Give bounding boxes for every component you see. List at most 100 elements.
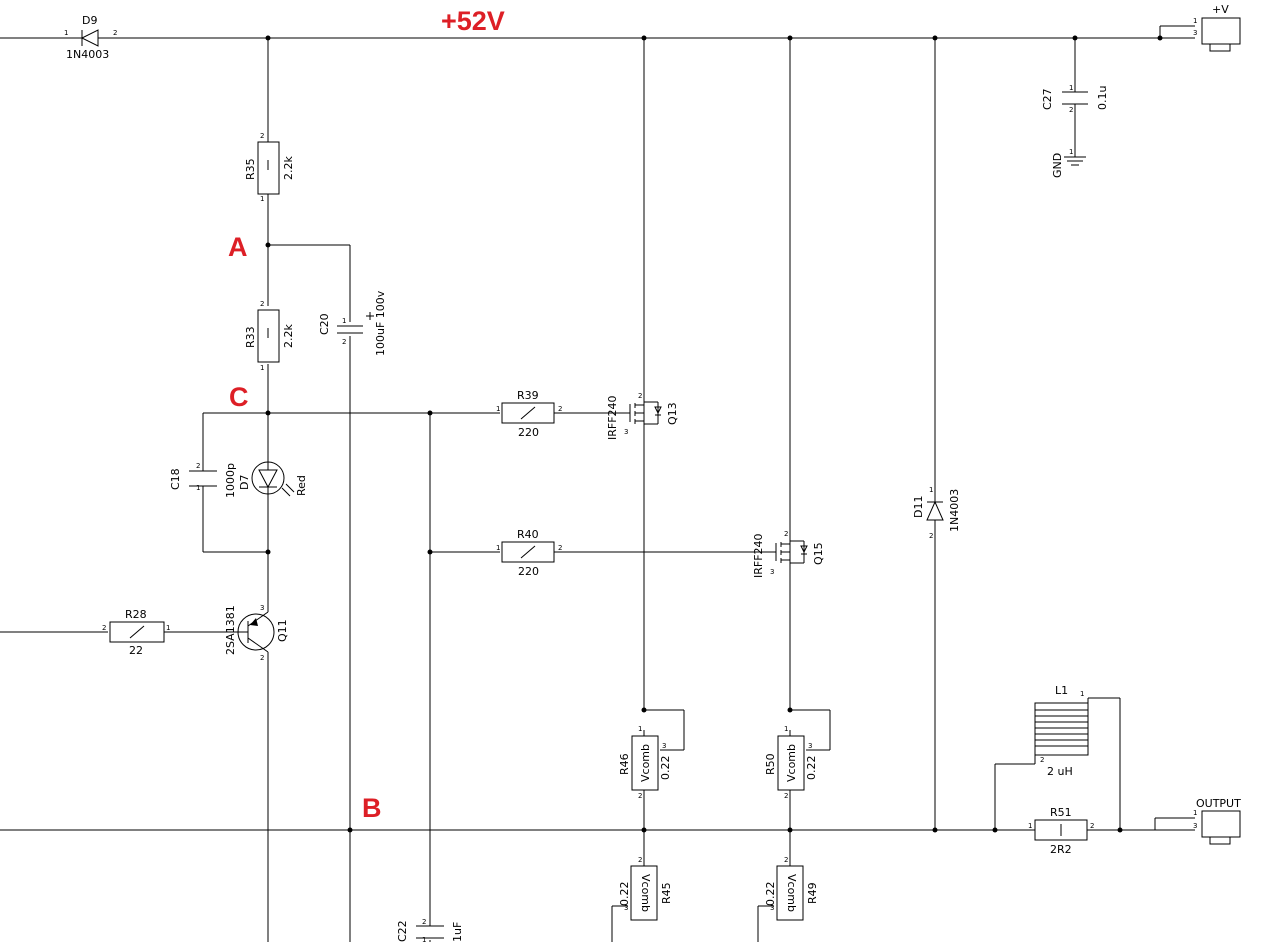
r46-type: Vcomb bbox=[639, 744, 652, 782]
svg-text:2: 2 bbox=[558, 405, 562, 413]
svg-text:2: 2 bbox=[784, 792, 788, 800]
resistor-r28: 2 1 R28 22 bbox=[102, 608, 170, 657]
r28-ref: R28 bbox=[125, 608, 147, 621]
wires bbox=[0, 25, 1195, 942]
svg-text:1: 1 bbox=[422, 936, 426, 942]
connector-vplus: 1 3 +V bbox=[1193, 3, 1241, 52]
r33-ref: R33 bbox=[244, 326, 257, 348]
ground-symbol: 1 GND bbox=[1051, 148, 1086, 178]
resistor-r39: 1 2 R39 220 bbox=[496, 389, 562, 439]
transistor-q11: 3 2 2SA1381 Q11 bbox=[224, 604, 289, 662]
q11-ref: Q11 bbox=[276, 619, 289, 642]
r49-value: 0.22 bbox=[764, 882, 777, 907]
resistor-r45: 2 3 Vcomb 0.22 R45 bbox=[618, 856, 673, 921]
r35-ref: R35 bbox=[244, 158, 257, 180]
c20-value: 100uF 100v bbox=[374, 290, 387, 356]
svg-text:1: 1 bbox=[1028, 822, 1032, 830]
c22-value: 1uF bbox=[451, 922, 464, 942]
svg-text:2: 2 bbox=[422, 918, 426, 926]
r40-ref: R40 bbox=[517, 528, 539, 541]
svg-text:3: 3 bbox=[1193, 822, 1197, 830]
node-c-label: C bbox=[229, 382, 249, 412]
d11-value: 1N4003 bbox=[948, 489, 961, 532]
led-d7: D7 Red bbox=[238, 460, 308, 497]
node-a-label: A bbox=[228, 232, 248, 262]
mosfet-q13: 2 3 IRFF240 Q13 bbox=[606, 392, 679, 440]
svg-text:2: 2 bbox=[260, 654, 264, 662]
r45-ref: R45 bbox=[660, 882, 673, 904]
svg-text:2: 2 bbox=[1090, 822, 1094, 830]
svg-text:1: 1 bbox=[496, 405, 500, 413]
d11-ref: D11 bbox=[912, 496, 925, 518]
svg-text:2: 2 bbox=[558, 544, 562, 552]
svg-text:2: 2 bbox=[784, 530, 788, 538]
svg-text:2: 2 bbox=[638, 792, 642, 800]
svg-text:1: 1 bbox=[784, 725, 788, 733]
svg-text:1: 1 bbox=[638, 725, 642, 733]
r50-value: 0.22 bbox=[805, 756, 818, 781]
supply-rail-label: +52V bbox=[441, 6, 505, 36]
d9-value: 1N4003 bbox=[66, 48, 109, 61]
svg-text:2: 2 bbox=[638, 392, 642, 400]
svg-text:2: 2 bbox=[113, 29, 117, 37]
resistor-r51: 1 2 R51 2R2 bbox=[1028, 806, 1094, 856]
diode-d9: 1 2 D9 1N4003 bbox=[64, 14, 118, 61]
svg-text:3: 3 bbox=[662, 742, 666, 750]
c18-value: 1000p bbox=[224, 463, 237, 498]
svg-text:2: 2 bbox=[638, 856, 642, 864]
svg-text:2: 2 bbox=[784, 856, 788, 864]
svg-text:1: 1 bbox=[260, 195, 264, 203]
mosfet-q15: 2 3 IRFF240 Q15 bbox=[752, 530, 825, 578]
svg-text:1: 1 bbox=[1193, 809, 1197, 817]
q15-value: IRFF240 bbox=[752, 533, 765, 578]
c27-value: 0.1u bbox=[1096, 86, 1109, 110]
svg-text:2: 2 bbox=[260, 132, 264, 140]
resistor-r40: 1 2 R40 220 bbox=[496, 528, 562, 578]
resistor-r35: 2 1 R35 2.2k bbox=[244, 132, 295, 203]
svg-text:3: 3 bbox=[624, 428, 628, 436]
resistor-r49: 2 3 Vcomb 0.22 R49 bbox=[764, 856, 819, 921]
svg-text:2: 2 bbox=[102, 624, 106, 632]
c18-ref: C18 bbox=[169, 468, 182, 490]
svg-text:3: 3 bbox=[770, 904, 774, 912]
svg-text:1: 1 bbox=[1080, 690, 1084, 698]
r50-type: Vcomb bbox=[785, 744, 798, 782]
svg-text:2: 2 bbox=[342, 338, 346, 346]
inductor-l1: 1 2 L1 2 uH bbox=[1034, 684, 1089, 778]
svg-text:3: 3 bbox=[624, 904, 628, 912]
l1-value: 2 uH bbox=[1047, 765, 1073, 778]
r45-type: Vcomb bbox=[639, 874, 652, 912]
r35-value: 2.2k bbox=[282, 156, 295, 180]
r51-value: 2R2 bbox=[1050, 843, 1072, 856]
svg-text:2: 2 bbox=[1069, 106, 1073, 114]
capacitor-c20: 1 2 C20 100uF 100v bbox=[318, 290, 387, 356]
resistor-r33: 2 1 R33 2.2k bbox=[244, 300, 295, 372]
d7-value: Red bbox=[295, 475, 308, 496]
resistor-r46: 1 3 2 Vcomb 0.22 R46 bbox=[618, 725, 672, 800]
q13-ref: Q13 bbox=[666, 402, 679, 425]
svg-text:2: 2 bbox=[1040, 756, 1044, 764]
d7-ref: D7 bbox=[238, 475, 251, 490]
q13-value: IRFF240 bbox=[606, 395, 619, 440]
r28-value: 22 bbox=[129, 644, 143, 657]
gnd-label: GND bbox=[1051, 153, 1064, 178]
svg-text:1: 1 bbox=[260, 364, 264, 372]
l1-ref: L1 bbox=[1055, 684, 1068, 697]
r40-value: 220 bbox=[518, 565, 539, 578]
r39-ref: R39 bbox=[517, 389, 539, 402]
output-label: OUTPUT bbox=[1196, 797, 1241, 810]
connector-output: 1 3 OUTPUT bbox=[1193, 797, 1241, 845]
q11-value: 2SA1381 bbox=[224, 605, 237, 655]
c20-ref: C20 bbox=[318, 313, 331, 335]
svg-text:2: 2 bbox=[196, 462, 200, 470]
svg-text:1: 1 bbox=[166, 624, 170, 632]
r50-ref: R50 bbox=[764, 753, 777, 775]
svg-text:3: 3 bbox=[1193, 29, 1197, 37]
junction-dots bbox=[265, 35, 1163, 833]
d9-ref: D9 bbox=[82, 14, 97, 27]
node-b-label: B bbox=[362, 793, 382, 823]
r51-ref: R51 bbox=[1050, 806, 1072, 819]
r46-value: 0.22 bbox=[659, 756, 672, 781]
r33-value: 2.2k bbox=[282, 324, 295, 348]
